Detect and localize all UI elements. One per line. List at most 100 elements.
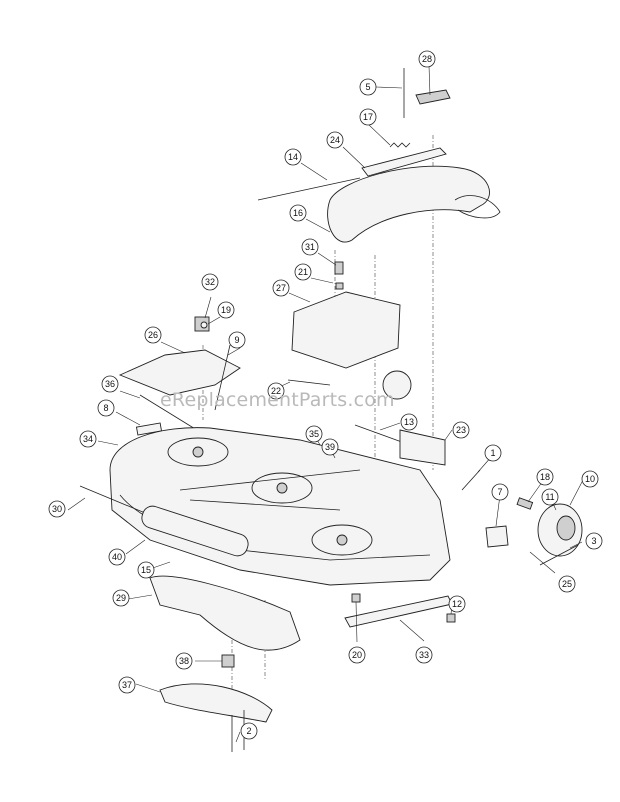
svg-text:16: 16 [293, 208, 303, 218]
pin-part-1 [461, 469, 481, 491]
strap-part-9 [214, 344, 231, 411]
callout-39: 39 [321, 438, 339, 456]
svg-text:32: 32 [205, 277, 215, 287]
svg-text:12: 12 [452, 599, 462, 609]
svg-text:3: 3 [591, 536, 596, 546]
cover-part-27 [291, 291, 401, 369]
callout-22: 22 [267, 382, 285, 400]
callout-34: 34 [79, 430, 97, 448]
spacer-part-38 [221, 654, 235, 668]
svg-text:13: 13 [404, 417, 414, 427]
svg-text:29: 29 [116, 593, 126, 603]
svg-text:31: 31 [305, 242, 315, 252]
nut-part-20 [351, 593, 361, 603]
callout-23: 23 [452, 421, 470, 439]
callout-35: 35 [305, 425, 323, 443]
plate-part-24 [361, 147, 447, 177]
callout-16: 16 [289, 204, 307, 222]
svg-text:2: 2 [246, 726, 251, 736]
callout-labels: 28 5 17 24 14 16 31 21 27 32 19 26 9 36 … [48, 50, 603, 740]
nut-part-21 [335, 282, 344, 290]
washer-part-19 [200, 321, 208, 329]
svg-text:19: 19 [221, 305, 231, 315]
plate-part-8 [135, 422, 163, 436]
svg-text:11: 11 [545, 492, 554, 502]
svg-text:33: 33 [419, 650, 429, 660]
callout-5: 5 [359, 78, 377, 96]
svg-text:37: 37 [122, 680, 132, 690]
spring-part-17 [389, 142, 411, 148]
svg-text:10: 10 [585, 474, 595, 484]
svg-text:22: 22 [271, 386, 281, 396]
callout-29: 29 [112, 589, 130, 607]
callout-20: 20 [348, 646, 366, 664]
callout-19: 19 [217, 301, 235, 319]
svg-text:7: 7 [497, 487, 502, 497]
cover-part-26 [118, 349, 241, 396]
svg-text:17: 17 [363, 112, 373, 122]
callout-18: 18 [536, 468, 554, 486]
baffle-part-37 [159, 683, 273, 723]
callout-36: 36 [101, 375, 119, 393]
rod-part-30 [79, 485, 151, 516]
svg-text:20: 20 [352, 650, 362, 660]
callout-14: 14 [284, 148, 302, 166]
rod-part-14 [257, 177, 361, 201]
diagram-artwork [79, 68, 583, 752]
callout-38: 38 [175, 652, 193, 670]
svg-text:27: 27 [276, 283, 286, 293]
bolt-part-31 [334, 261, 344, 275]
callout-8: 8 [97, 399, 115, 417]
svg-text:28: 28 [422, 54, 432, 64]
bracket-part-7 [485, 525, 509, 548]
callout-31: 31 [301, 238, 319, 256]
svg-text:35: 35 [309, 429, 319, 439]
bracket-part-23 [399, 429, 446, 466]
callout-12: 12 [448, 595, 466, 613]
svg-text:18: 18 [540, 472, 550, 482]
callout-32: 32 [201, 273, 219, 291]
callout-24: 24 [326, 131, 344, 149]
callout-17: 17 [359, 108, 377, 126]
callout-13: 13 [400, 413, 418, 431]
svg-text:23: 23 [456, 425, 466, 435]
nut-part-12 [446, 613, 456, 623]
svg-text:5: 5 [365, 82, 370, 92]
callout-33: 33 [415, 646, 433, 664]
svg-text:40: 40 [112, 552, 122, 562]
callout-25: 25 [558, 575, 576, 593]
wheel-part-10-upper [382, 370, 412, 400]
callout-11: 11 [541, 488, 559, 506]
callout-7: 7 [491, 483, 509, 501]
svg-text:34: 34 [83, 434, 93, 444]
svg-text:36: 36 [105, 379, 115, 389]
svg-text:30: 30 [52, 504, 62, 514]
callout-3: 3 [585, 532, 603, 550]
bracket-part-28 [415, 89, 451, 105]
svg-text:15: 15 [141, 565, 151, 575]
callout-9: 9 [228, 331, 246, 349]
svg-text:39: 39 [325, 442, 335, 452]
chute-part-16 [327, 165, 490, 243]
callout-1: 1 [484, 444, 502, 462]
svg-text:1: 1 [490, 448, 495, 458]
callout-26: 26 [144, 326, 162, 344]
svg-text:26: 26 [148, 330, 158, 340]
spacer-part-18 [516, 497, 534, 510]
roller-part-40 [141, 505, 249, 557]
bar-part-33 [344, 595, 453, 628]
callout-21: 21 [294, 263, 312, 281]
svg-text:8: 8 [103, 403, 108, 413]
callout-30: 30 [48, 500, 66, 518]
svg-text:9: 9 [234, 335, 239, 345]
bolt-part-22 [287, 379, 331, 386]
callout-2: 2 [240, 722, 258, 740]
svg-text:14: 14 [288, 152, 298, 162]
svg-text:21: 21 [298, 267, 308, 277]
callout-37: 37 [118, 676, 136, 694]
svg-text:24: 24 [330, 135, 340, 145]
callout-40: 40 [108, 548, 126, 566]
bolt-part-3 [539, 544, 579, 566]
watermark: eReplacementParts.com [160, 389, 395, 411]
